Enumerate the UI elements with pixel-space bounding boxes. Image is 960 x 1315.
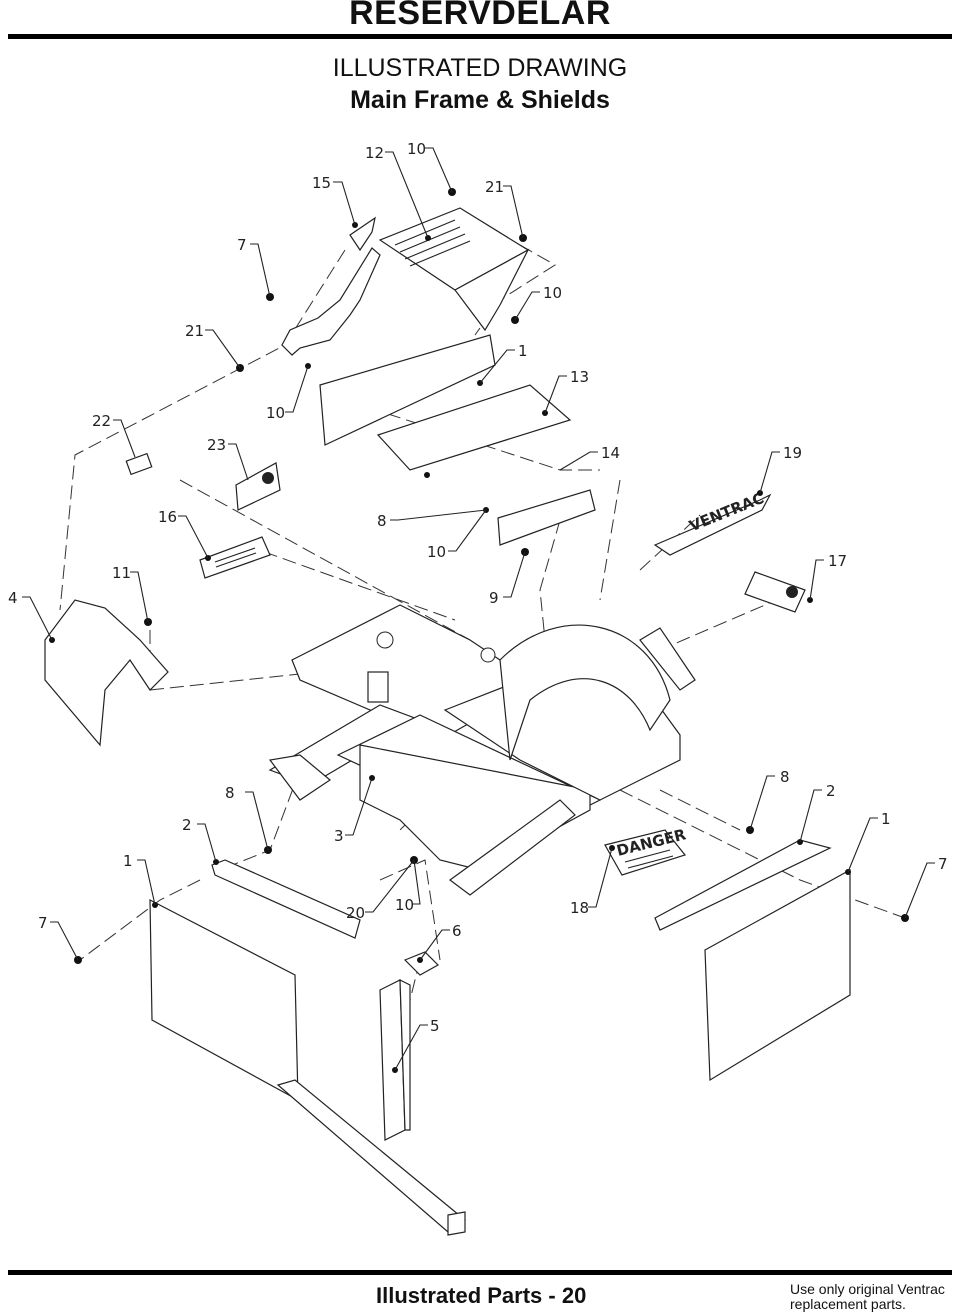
callout-labels: 15 12 10 21 7 10 21 1 13 22 10 23 14 19 … <box>8 140 948 1035</box>
small-bracket <box>497 489 596 546</box>
exploded-parts-drawing: VENTRAC DANGER <box>8 140 948 1236</box>
callout-label: 15 <box>312 174 331 192</box>
callout-label: 21 <box>185 322 204 340</box>
drawing-heading: ILLUSTRATED DRAWING <box>332 54 628 82</box>
callout-label: 7 <box>938 855 948 873</box>
decal-23 <box>235 462 281 511</box>
header-divider <box>8 34 952 39</box>
callout-label: 10 <box>427 543 446 561</box>
left-shield <box>44 599 169 747</box>
page-title: RESERVDELAR <box>349 0 611 32</box>
decal-18-danger: DANGER <box>604 825 688 876</box>
callout-label: 10 <box>543 284 562 302</box>
callout-label: 7 <box>38 914 48 932</box>
section-heading: Main Frame & Shields <box>350 86 610 114</box>
main-frame <box>268 604 681 896</box>
callout-label: 10 <box>395 896 414 914</box>
callout-label: 9 <box>489 589 499 607</box>
upper-angle <box>376 384 572 471</box>
callout-label: 2 <box>182 816 192 834</box>
fender <box>499 624 696 761</box>
footer-note-line: replacement parts. <box>790 1296 906 1312</box>
top-shield <box>281 207 530 356</box>
decal-17 <box>744 571 806 613</box>
callout-label: 23 <box>207 436 226 454</box>
lower-right-angle <box>654 839 832 931</box>
callout-label: 6 <box>452 922 462 940</box>
decal-22 <box>125 452 153 476</box>
callout-label: 18 <box>570 899 589 917</box>
callout-label: 11 <box>112 564 131 582</box>
callout-label: 16 <box>158 508 177 526</box>
callout-label: 12 <box>365 144 384 162</box>
callout-label: 1 <box>881 810 891 828</box>
decal-19-brand: VENTRAC <box>653 489 772 556</box>
footer-note: Use only original Ventrac replacement pa… <box>790 1282 955 1312</box>
callout-label: 22 <box>92 412 111 430</box>
callout-label: 20 <box>346 904 365 922</box>
callout-label: 10 <box>266 404 285 422</box>
lower-left-panel <box>149 899 299 1102</box>
callout-label: 4 <box>8 589 18 607</box>
callout-label: 1 <box>518 342 528 360</box>
callout-label: 17 <box>828 552 847 570</box>
callout-label: 19 <box>783 444 802 462</box>
callout-label: 14 <box>601 444 620 462</box>
callout-label: 1 <box>123 852 133 870</box>
callout-label: 21 <box>485 178 504 196</box>
callout-label: 7 <box>237 236 247 254</box>
page-number-label: Illustrated Parts - 20 <box>376 1283 587 1308</box>
callout-label: 8 <box>377 512 387 530</box>
decal-16 <box>199 536 271 579</box>
callout-label: 8 <box>780 768 790 786</box>
callout-label: 8 <box>225 784 235 802</box>
callout-label: 2 <box>826 782 836 800</box>
footer-divider <box>8 1270 952 1275</box>
footer-note-line: Use only original Ventrac <box>790 1281 945 1297</box>
callout-label: 3 <box>334 827 344 845</box>
callout-label: 5 <box>430 1017 440 1035</box>
callout-label: 10 <box>407 140 426 158</box>
lower-left-angle <box>211 859 361 939</box>
callout-label: 13 <box>570 368 589 386</box>
leader-lines <box>22 147 935 1071</box>
stand <box>276 951 466 1236</box>
lower-right-panel <box>704 868 851 1082</box>
